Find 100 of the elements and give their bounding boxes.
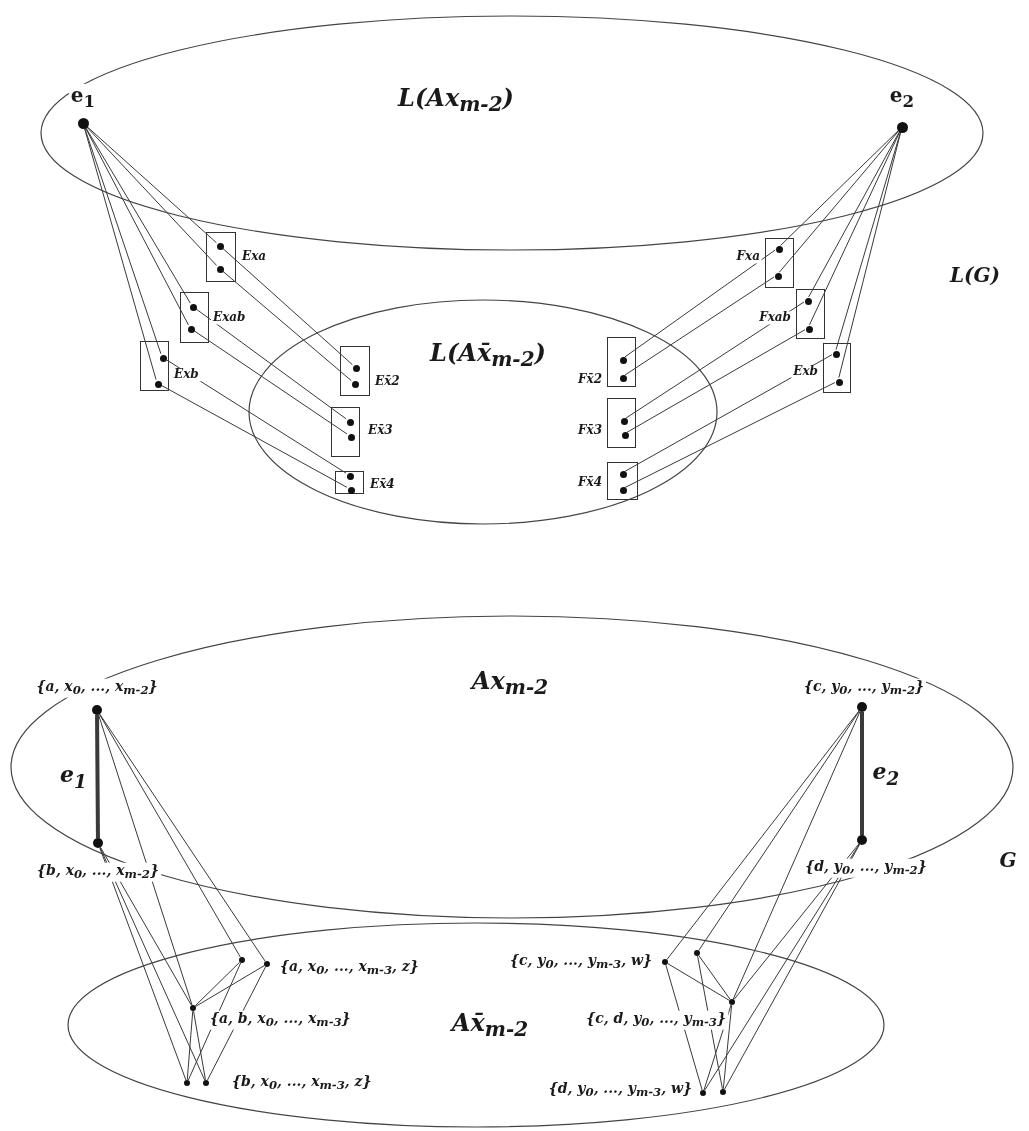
edge-line	[703, 1004, 732, 1091]
edge-line	[221, 269, 352, 382]
edge-line	[835, 131, 901, 351]
edge-line	[99, 847, 206, 1081]
edge-line	[99, 713, 266, 962]
vertex-dot	[77, 117, 89, 129]
set-ellipse	[10, 615, 1014, 919]
edge-line	[99, 713, 241, 958]
vertex-dot	[92, 705, 102, 715]
edge-line	[221, 246, 353, 366]
edge-line	[186, 1010, 194, 1081]
vertex-pair-box	[180, 292, 209, 343]
vertex-pair-box	[607, 462, 638, 500]
thick-edge-line	[860, 712, 864, 835]
edge-line	[164, 358, 347, 474]
edge-line	[624, 382, 836, 488]
edge-line	[626, 329, 806, 433]
edge-line	[100, 846, 192, 1006]
pair-label: Exb	[172, 368, 201, 382]
vertex-dot	[857, 702, 867, 712]
edge-line	[98, 714, 193, 1006]
vertex-dot	[619, 486, 627, 494]
vertex-label: {a, b, x$_{0}$, ..., x$_{m-3}$}	[208, 1010, 353, 1030]
vertex-dot	[835, 378, 843, 386]
vertex-pair-box	[335, 471, 364, 494]
edge-line	[780, 130, 899, 247]
edge-line	[809, 131, 901, 326]
pair-label: Fxab	[757, 311, 793, 325]
vertex-dot	[93, 838, 103, 848]
vertex-dot	[857, 835, 867, 845]
vertex-dot	[238, 956, 246, 964]
edge-line	[808, 131, 900, 298]
edge-line	[194, 307, 347, 420]
edge-line	[206, 966, 267, 1081]
vertex-dot	[216, 265, 224, 273]
vertex-dot	[189, 1004, 197, 1012]
vertex-dot	[183, 1079, 191, 1087]
edge-line	[722, 1004, 733, 1090]
vertex-dot	[263, 960, 271, 968]
vertex-dot	[620, 417, 628, 425]
vertex-dot	[619, 374, 627, 382]
vertex-dot	[699, 1089, 707, 1097]
vertex-pair-box	[140, 341, 169, 391]
vertex-dot	[346, 418, 354, 426]
pair-label: Fxa	[734, 250, 762, 264]
vertex-dot	[351, 380, 359, 388]
pair-label: Exb	[791, 365, 820, 379]
vertex-dot	[805, 325, 813, 333]
edge-line	[733, 843, 860, 1000]
vertex-dot	[347, 433, 355, 441]
edge-line	[732, 711, 861, 1000]
vertex-dot	[154, 380, 162, 388]
vertex-dot	[202, 1079, 210, 1087]
edge-line	[187, 962, 242, 1081]
set-ellipse	[40, 15, 984, 251]
vertex-label: {c, d, y$_{0}$, ..., y$_{m-3}$}	[584, 1010, 728, 1030]
edge-line	[698, 955, 731, 1000]
edge-line	[624, 249, 776, 358]
thick-edge-line	[95, 715, 100, 838]
edge-line	[625, 301, 805, 419]
edge-line	[99, 847, 187, 1081]
edge-line	[194, 961, 241, 1007]
vertex-dot	[159, 354, 167, 362]
vertex-pair-box	[823, 343, 851, 393]
vertex-pair-box	[331, 407, 360, 457]
vertex-dot	[346, 472, 354, 480]
edge-line	[624, 276, 775, 376]
vertex-pair-box	[796, 289, 825, 339]
edge-line	[84, 127, 157, 381]
vertex-dot	[347, 486, 355, 494]
vertex-dot	[352, 364, 360, 372]
vertex-label: {a, x$_{0}$, ..., x$_{m-2}$}	[34, 678, 160, 698]
edge-line	[838, 131, 902, 379]
vertex-dot	[619, 470, 627, 478]
edge-line	[192, 329, 348, 435]
edge-line	[195, 965, 265, 1007]
edge-line	[86, 126, 218, 266]
edge-line	[698, 710, 860, 951]
vertex-dot	[621, 431, 629, 439]
vertex-dot	[774, 272, 782, 280]
vertex-label: {d, y$_{0}$, ..., y$_{m-2}$}	[803, 858, 929, 878]
set-ellipse	[67, 922, 885, 1128]
edge-line	[666, 710, 860, 960]
vertex-dot	[804, 297, 812, 305]
vertex-label: {b, x$_{0}$, ..., x$_{m-2}$}	[35, 862, 161, 882]
vertex-dot	[216, 242, 224, 250]
vertex-dot	[661, 958, 669, 966]
vertex-dot	[189, 303, 197, 311]
edge-line	[778, 130, 899, 273]
vertex-dot	[619, 356, 627, 364]
vertex-pair-box	[607, 337, 636, 387]
edge-line	[86, 126, 217, 244]
edge-line	[624, 354, 833, 472]
edge-line	[159, 384, 348, 488]
edge-line	[193, 1010, 206, 1081]
edge-line	[667, 963, 730, 1001]
vertex-dot	[832, 350, 840, 358]
vertex-dot	[728, 998, 736, 1006]
vertex-dot	[693, 949, 701, 957]
vertex-dot	[187, 325, 195, 333]
